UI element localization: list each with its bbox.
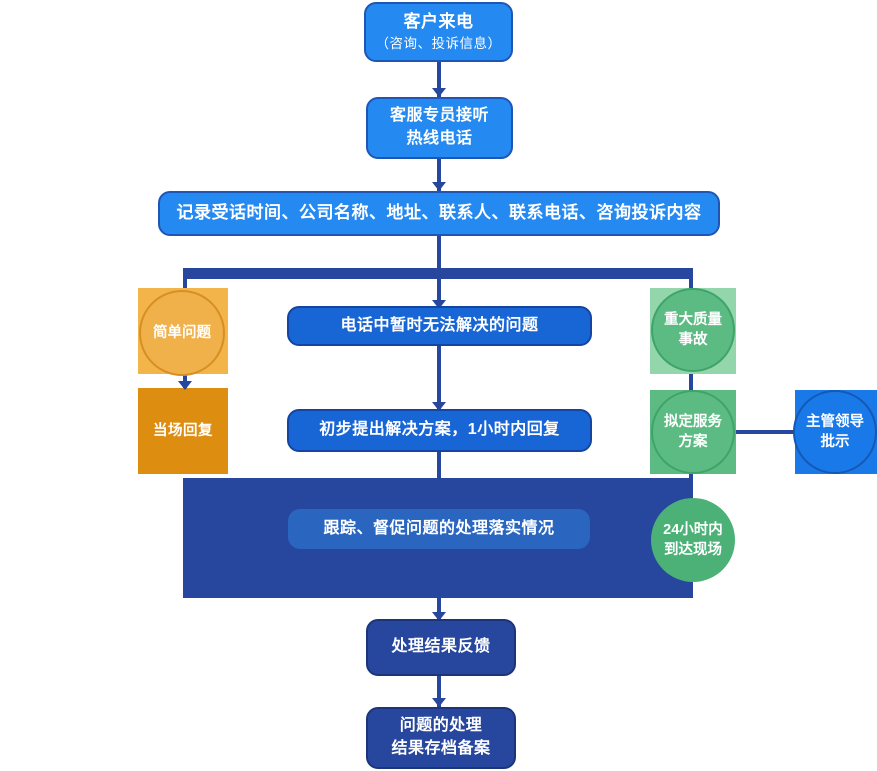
arrive-24h-line1: 24小时内: [663, 521, 723, 538]
connector-plan-to-track: [437, 452, 441, 482]
node-onsite-reply[interactable]: 当场回复: [138, 388, 228, 474]
major-accident-line1: 重大质量: [664, 311, 722, 328]
connector-record-to-bar: [437, 234, 441, 270]
node-incoming-call[interactable]: 客户来电 （咨询、投诉信息）: [364, 2, 513, 62]
connector-unsolved-to-plan: [437, 346, 441, 412]
node-leader-approval[interactable]: 主管领导 批示: [793, 390, 877, 474]
arrow-track-to-feedback: [432, 612, 446, 621]
result-feedback-label: 处理结果反馈: [391, 638, 491, 656]
connector-serviceplan-to-leader: [728, 430, 810, 434]
node-track-supervise[interactable]: 跟踪、督促问题的处理落实情况: [288, 509, 590, 549]
node-major-accident[interactable]: 重大质量 事故: [651, 288, 735, 372]
connector-bar-to-simple-issue: [183, 276, 187, 290]
archive-result-line2: 结果存档备案: [391, 740, 491, 757]
node-result-feedback[interactable]: 处理结果反馈: [366, 619, 516, 676]
connector-agent-to-record: [437, 158, 441, 191]
arrive-24h-line2: 到达现场: [664, 542, 722, 558]
onsite-reply-label: 当场回复: [153, 422, 213, 439]
arrow-unsolved-to-plan: [432, 402, 446, 411]
backplate-onsite-reply: [138, 388, 228, 474]
node-unsolved-on-call[interactable]: 电话中暂时无法解决的问题: [287, 306, 592, 346]
agent-answer-line1: 客服专员接听: [389, 107, 489, 125]
track-supervise-label: 跟踪、督促问题的处理落实情况: [323, 519, 555, 537]
leader-approval-line1: 主管领导: [806, 413, 864, 430]
connector-feedback-to-archive: [437, 676, 441, 708]
leader-approval-line2: 批示: [820, 434, 850, 450]
arrow-feedback-to-archive: [432, 698, 446, 707]
arrow-simple-to-onsite: [178, 381, 192, 390]
node-arrive-24h[interactable]: 24小时内 到达现场: [651, 498, 735, 582]
service-plan-line2: 方案: [678, 434, 708, 450]
unsolved-on-call-label: 电话中暂时无法解决的问题: [340, 316, 539, 334]
node-initial-plan[interactable]: 初步提出解决方案，1小时内回复: [287, 409, 592, 452]
service-plan-line1: 拟定服务: [664, 413, 722, 430]
incoming-call-line1: 客户来电: [403, 12, 474, 32]
connector-call-to-agent: [437, 60, 441, 98]
arrow-bar-to-unsolved: [432, 300, 446, 309]
node-agent-answer[interactable]: 客服专员接听 热线电话: [366, 97, 513, 159]
connector-accident-to-serviceplan: [689, 372, 693, 394]
initial-plan-label: 初步提出解决方案，1小时内回复: [319, 421, 560, 439]
arrow-agent-to-record: [432, 182, 446, 191]
simple-issue-label: 简单问题: [153, 324, 211, 341]
arrow-call-to-agent: [432, 88, 446, 97]
node-record-info[interactable]: 记录受话时间、公司名称、地址、联系人、联系电话、咨询投诉内容: [158, 191, 720, 236]
branch-distribution-bar: [183, 268, 693, 279]
connector-bar-to-unsolved: [437, 276, 441, 310]
archive-result-line1: 问题的处理: [399, 717, 483, 735]
connector-simple-to-onsite: [183, 368, 187, 390]
node-simple-issue[interactable]: 简单问题: [139, 290, 225, 376]
connector-serviceplan-to-arrive: [689, 468, 693, 498]
connector-bar-to-major-accident: [689, 276, 693, 290]
incoming-call-line2: （咨询、投诉信息）: [375, 36, 502, 52]
record-info-label: 记录受话时间、公司名称、地址、联系人、联系电话、咨询投诉内容: [176, 203, 702, 223]
node-service-plan[interactable]: 拟定服务 方案: [651, 390, 735, 474]
connector-track-to-feedback: [437, 596, 441, 622]
major-accident-line2: 事故: [678, 332, 708, 348]
agent-answer-line2: 热线电话: [406, 130, 473, 147]
node-archive-result[interactable]: 问题的处理 结果存档备案: [366, 707, 516, 769]
